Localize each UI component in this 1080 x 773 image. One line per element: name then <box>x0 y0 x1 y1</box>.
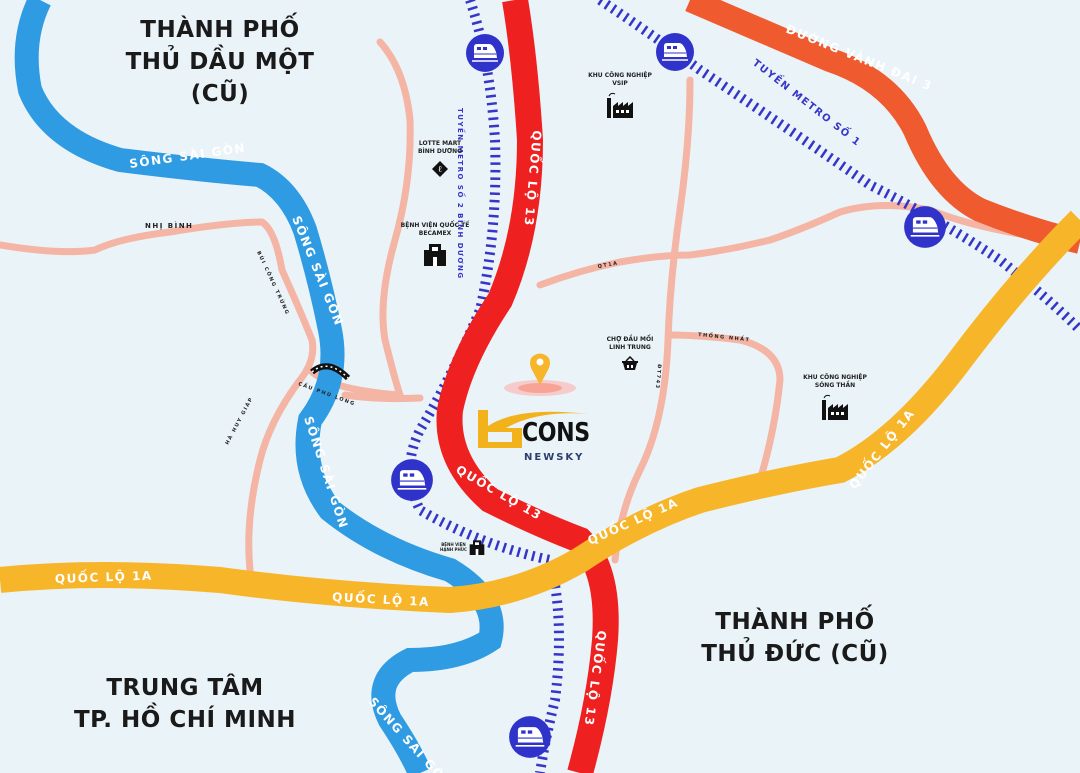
city-label-thu-dau-mot: THÀNH PHỐ THỦ DẦU MỘT (CŨ) <box>95 14 345 110</box>
poi-line-1: KHU CÔNG NGHIỆP <box>588 72 652 79</box>
bcons-mark-icon <box>478 410 588 448</box>
location-pin-icon <box>504 353 576 396</box>
poi-line-2: VSIP <box>612 80 628 87</box>
city-label-thu-duc: THÀNH PHỐ THỦ ĐỨC (CŨ) <box>690 606 900 670</box>
poi-line-1: BỆNH VIỆN <box>441 542 466 547</box>
quoc-lo-13 <box>436 0 619 773</box>
poi-line-1: BỆNH VIỆN QUỐC TẾ <box>400 222 470 229</box>
poi-kcn-song-than: KHU CÔNG NGHIỆP SÓNG THẦN <box>790 374 880 420</box>
dt743-label: ĐT743 <box>654 364 662 390</box>
poi-line-2: HẠNH PHÚC <box>440 547 467 552</box>
ql1a-label-1: QUỐC LỘ 1A <box>55 566 153 586</box>
poi-hospital-small: BỆNH VIỆN HẠNH PHÚC <box>440 538 510 556</box>
hospital-icon <box>424 244 446 266</box>
poi-kcn-vsip: KHU CÔNG NGHIỆP VSIP <box>570 72 670 118</box>
city-line-2: TP. HỒ CHÍ MINH <box>73 707 296 733</box>
metro-station-icon <box>655 32 695 72</box>
saigon-river <box>14 0 504 773</box>
poi-line-2: BÌNH DƯƠNG <box>417 148 463 155</box>
brand-name: CONS <box>522 418 590 448</box>
city-line-1: THÀNH PHỐ <box>140 17 300 43</box>
poi-line-2: SÓNG THẦN <box>814 382 856 389</box>
city-line-1: TRUNG TÂM <box>106 675 264 701</box>
qt-label: QT1A <box>597 260 619 270</box>
svg-text:ℓ: ℓ <box>438 165 442 175</box>
market-basket-icon <box>622 356 638 370</box>
metro-station-icon <box>508 715 552 759</box>
city-line-2: THỦ DẦU MỘT (CŨ) <box>125 49 315 107</box>
ha-huy-giap-label: HÀ HUY GIÁP <box>224 395 255 445</box>
poi-line-2: BECAMEX <box>418 230 452 237</box>
poi-linh-trung-market: CHỢ ĐẦU MỐI LINH TRUNG <box>600 336 660 370</box>
factory-icon <box>607 92 633 118</box>
metro-station-icon <box>903 205 947 249</box>
poi-lotte-mart: LOTTE MART BÌNH DƯƠNG ℓ <box>405 140 475 178</box>
metro-station-icon <box>390 458 434 502</box>
ring-road-3 <box>685 0 1080 254</box>
lotte-logo-icon: ℓ <box>432 161 448 177</box>
poi-line-1: KHU CÔNG NGHIỆP <box>803 374 867 381</box>
metro2-label: TUYẾN METRO SỐ 2 BÌNH DƯƠNG <box>456 108 466 280</box>
poi-line-2: LINH TRUNG <box>609 344 651 351</box>
hospital-icon <box>469 540 485 555</box>
poi-line-1: LOTTE MART <box>418 140 462 147</box>
city-label-ho-chi-minh: TRUNG TÂM TP. HỒ CHÍ MINH <box>60 672 310 736</box>
bridge-icon <box>310 363 351 381</box>
poi-becamex-hospital: BỆNH VIỆN QUỐC TẾ BECAMEX <box>395 222 475 266</box>
project-logo: CONS NEWSKY <box>478 408 608 468</box>
factory-icon <box>822 394 848 420</box>
quoc-lo-1a <box>0 210 1080 614</box>
metro-station-icon <box>465 33 505 73</box>
poi-line-1: CHỢ ĐẦU MỐI <box>606 336 654 343</box>
nhi-binh-label: NHỊ BÌNH <box>145 221 193 230</box>
city-line-2: THỦ ĐỨC (CŨ) <box>701 641 889 667</box>
city-line-1: THÀNH PHỐ <box>715 609 875 635</box>
brand-sub: NEWSKY <box>524 452 585 463</box>
